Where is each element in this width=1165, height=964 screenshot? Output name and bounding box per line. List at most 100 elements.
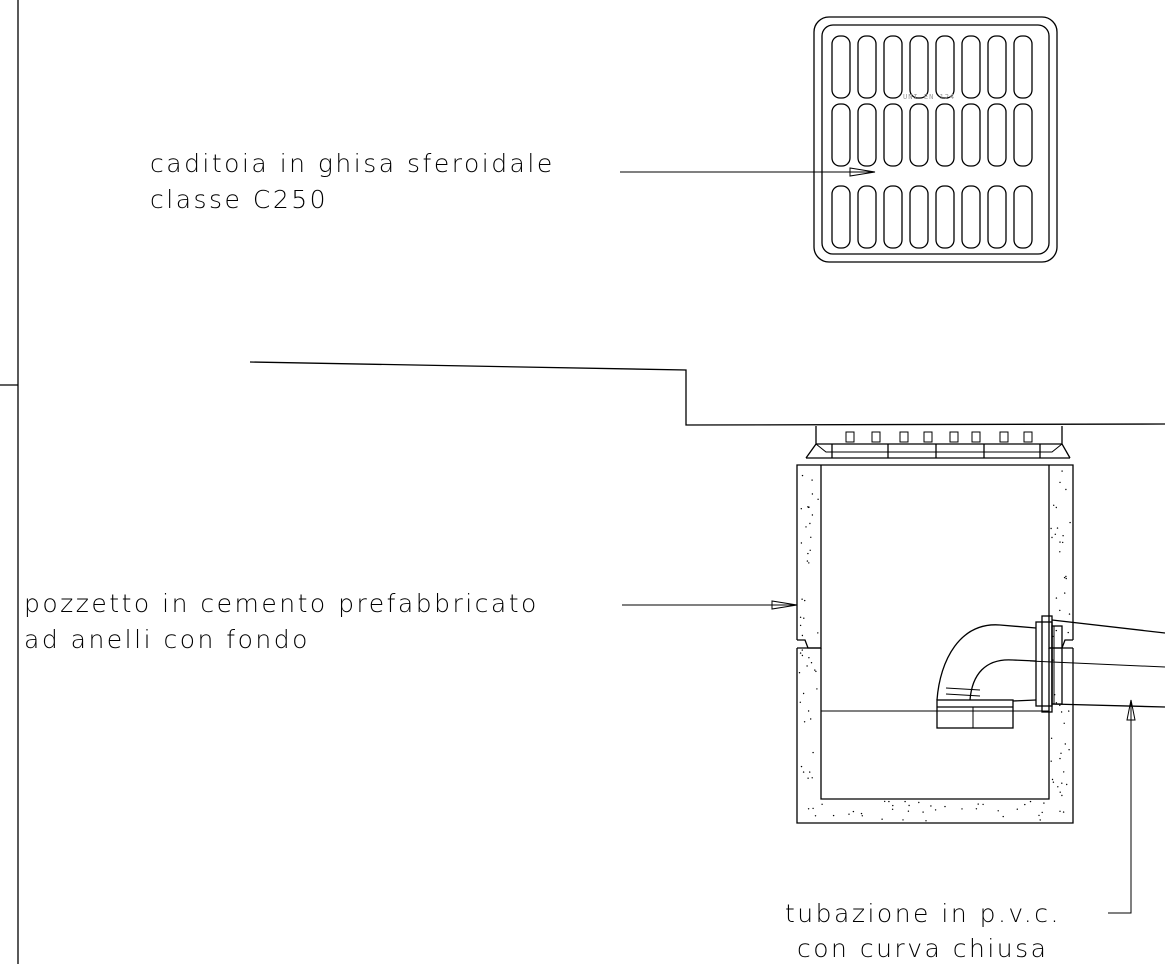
concrete-speck [1065, 488, 1067, 491]
concrete-speck [1068, 749, 1070, 751]
grate-slot [909, 103, 929, 167]
grate-slot [987, 103, 1007, 167]
concrete-speck [975, 808, 978, 810]
concrete-speck [1051, 536, 1053, 539]
grate-slot [935, 185, 955, 249]
concrete-speck [817, 498, 819, 500]
grate-slot [961, 35, 981, 99]
grate-slot [857, 185, 877, 249]
concrete-speck [809, 549, 811, 551]
concrete-speck [1059, 757, 1061, 760]
concrete-speck [807, 808, 810, 810]
concrete-speck [798, 672, 801, 674]
concrete-speck [1060, 711, 1063, 713]
concrete-speck [918, 801, 920, 804]
grate-slot [909, 185, 929, 249]
concrete-speck [1057, 786, 1059, 788]
grate-tooth [949, 431, 959, 443]
concrete-speck [808, 562, 810, 564]
chamber-label-line1: pozzetto in cemento prefabbricato [24, 589, 539, 618]
concrete-speck [815, 670, 817, 673]
concrete-speck [801, 634, 804, 637]
grate-plan-view: UNI EN 124 [813, 16, 1058, 263]
grate-slot [909, 35, 929, 99]
concrete-speck [1050, 760, 1052, 762]
concrete-speck [804, 599, 806, 602]
grate-outer-frame [813, 16, 1058, 263]
grate-label-line1: caditoia in ghisa sferoidale [150, 149, 555, 178]
concrete-speck [1056, 527, 1059, 529]
concrete-speck [908, 804, 910, 807]
concrete-speck [1054, 533, 1057, 535]
concrete-speck [810, 536, 812, 538]
concrete-speck [1063, 771, 1065, 773]
concrete-speck [812, 751, 814, 754]
concrete-speck [799, 616, 802, 618]
concrete-speck [1061, 794, 1063, 797]
concrete-speck [977, 803, 979, 805]
concrete-speck [803, 617, 805, 619]
grate-section [805, 426, 1071, 459]
concrete-speck [806, 560, 809, 562]
grate-marking: UNI EN 124 [903, 93, 955, 101]
pipe-label-line1: tubazione in p.v.c. [785, 899, 1061, 928]
concrete-speck [904, 800, 906, 803]
concrete-speck [817, 632, 819, 634]
concrete-speck [800, 765, 803, 768]
pipe-leader [1108, 699, 1136, 914]
concrete-speck [1069, 521, 1071, 524]
grate-slot [961, 185, 981, 249]
grate-slot [935, 35, 955, 99]
concrete-speck [800, 508, 802, 510]
grate-slot [831, 35, 851, 99]
concrete-speck [812, 807, 814, 810]
concrete-speck [934, 809, 937, 811]
concrete-speck [848, 813, 850, 815]
concrete-speck [1064, 743, 1067, 745]
concrete-speck [1062, 535, 1064, 537]
grate-slot [883, 103, 903, 167]
concrete-speck [1059, 609, 1061, 612]
concrete-speck [888, 800, 890, 803]
concrete-speck [902, 819, 904, 821]
concrete-speck [1043, 802, 1045, 804]
concrete-speck [809, 522, 811, 525]
concrete-speck [1055, 506, 1058, 509]
concrete-speck [1065, 575, 1067, 578]
concrete-speck [1062, 541, 1064, 544]
concrete-speck [1050, 527, 1052, 530]
concrete-speck [1038, 814, 1040, 817]
concrete-speck [807, 710, 810, 712]
concrete-speck [1002, 815, 1004, 818]
concrete-speck [860, 812, 863, 815]
concrete-speck [801, 598, 803, 600]
grate-slot [1013, 185, 1033, 249]
concrete-speck [1055, 702, 1058, 704]
grate-tooth [899, 431, 909, 443]
grate-tooth [971, 431, 981, 443]
concrete-speck [1064, 592, 1066, 594]
chamber-section [796, 464, 1074, 824]
concrete-speck [1050, 737, 1053, 739]
concrete-speck [997, 810, 999, 812]
concrete-speck [808, 657, 810, 659]
concrete-speck [1059, 810, 1061, 812]
concrete-speck [811, 777, 813, 779]
grate-slot [961, 103, 981, 167]
concrete-speck [881, 818, 883, 820]
concrete-speck [1059, 541, 1061, 543]
concrete-speck [892, 804, 894, 807]
grate-tooth [999, 431, 1009, 443]
concrete-speck [806, 665, 808, 667]
concrete-speck [982, 803, 984, 806]
grate-slots [831, 35, 1033, 249]
grate-slot [1013, 103, 1033, 167]
concrete-speck [1059, 481, 1061, 484]
chamber-leader [622, 600, 798, 610]
grate-tooth [845, 431, 855, 443]
grate-slot [857, 35, 877, 99]
grate-leader [620, 167, 876, 177]
concrete-speck [1063, 722, 1065, 724]
grate-label-line2: classe C250 [150, 185, 328, 214]
